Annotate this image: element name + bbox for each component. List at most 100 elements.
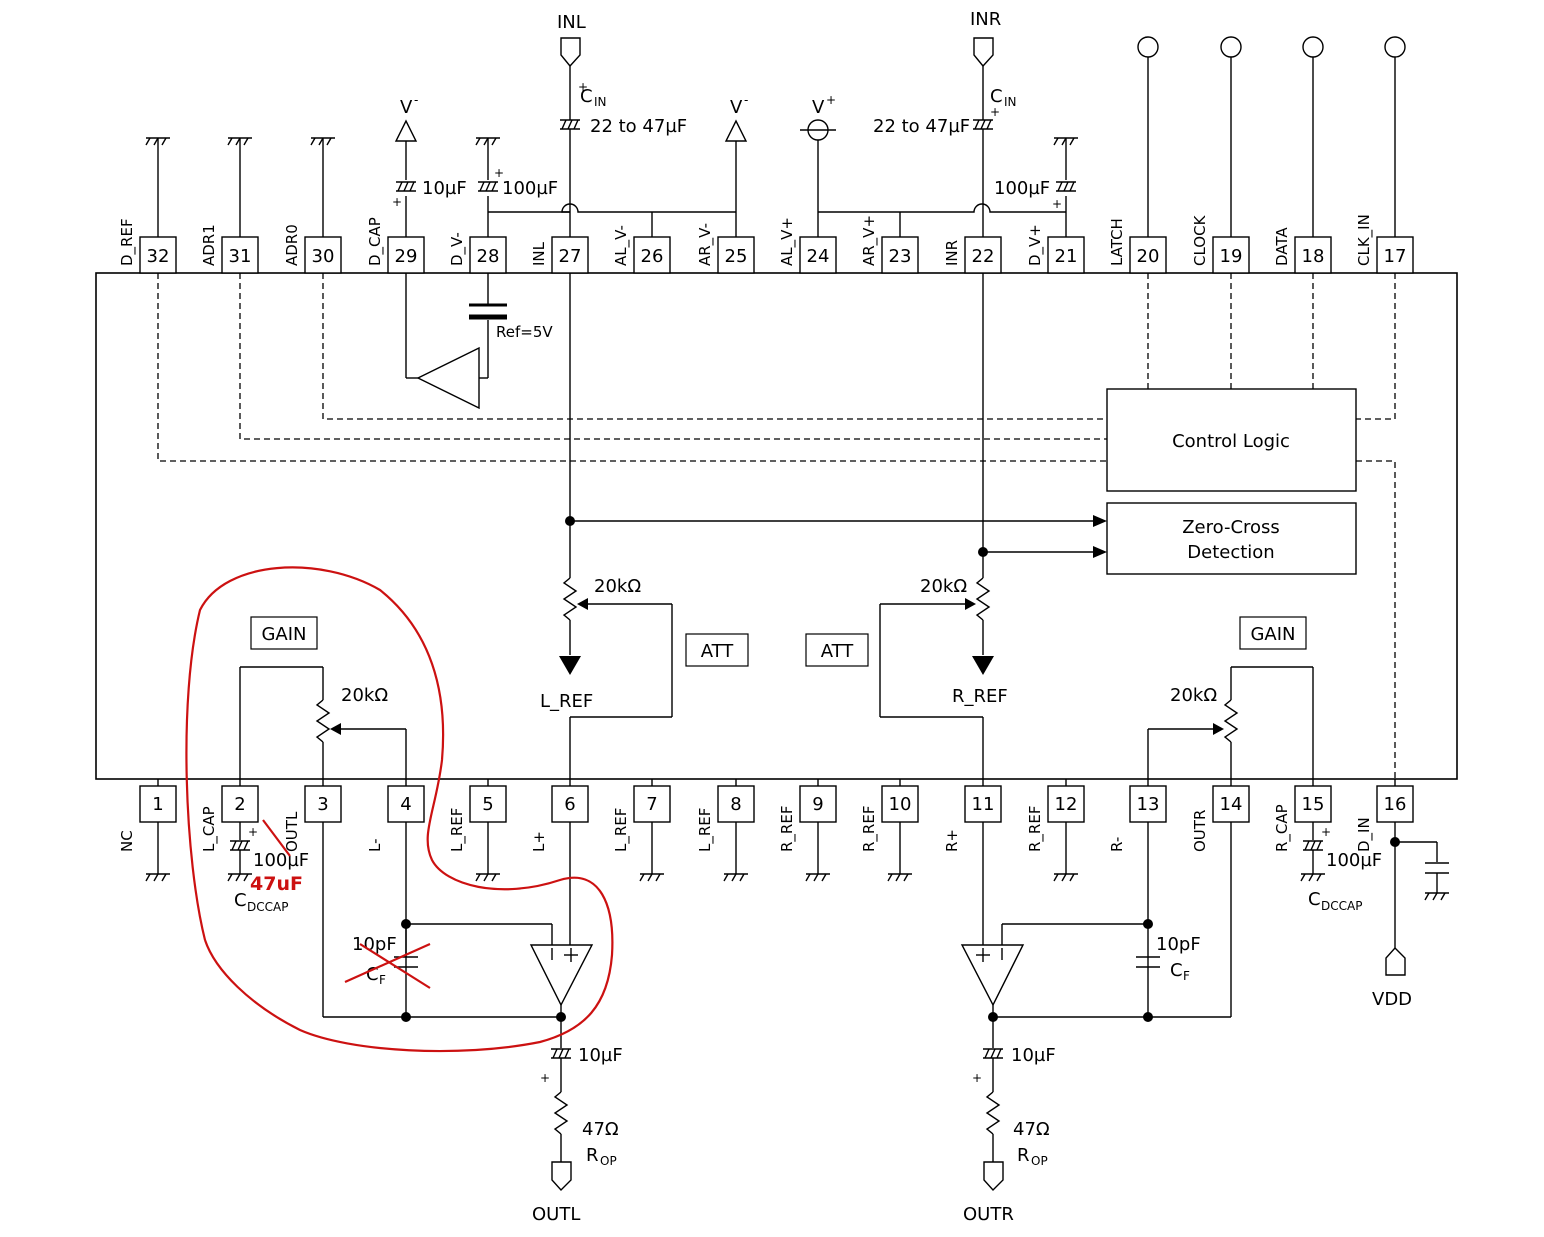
- pin-name: INR: [943, 240, 961, 266]
- bottom-pin: 10R_REF: [860, 785, 919, 852]
- pin-box: [1376, 785, 1414, 823]
- pin-number: 5: [482, 794, 493, 815]
- red-cross-cf-1: [344, 942, 431, 984]
- pin-number: 13: [1137, 794, 1160, 815]
- pin-name: D_V-: [448, 232, 467, 266]
- right-gain-resistor-value: 20kΩ: [1170, 685, 1217, 706]
- pin-name: R_REF: [1026, 806, 1045, 852]
- cdccap-left-label: C: [234, 890, 247, 911]
- pin-box: [1212, 236, 1250, 274]
- pin-name: D_IN: [1355, 817, 1374, 852]
- pin-number: 25: [725, 246, 748, 267]
- control-logic-block: [1106, 388, 1357, 492]
- bottom-pin: 7L_REF: [612, 785, 671, 852]
- top-pin: 24 AL_V+: [778, 217, 837, 274]
- pin-name: OUTL: [283, 811, 301, 852]
- vminus-sup-right: -: [744, 93, 748, 107]
- pin-name: ADR1: [200, 224, 218, 266]
- pin-number: 1: [152, 794, 163, 815]
- pin32-ground-wire: [145, 137, 170, 237]
- zero-cross-label-1: Zero-Cross: [1182, 517, 1280, 538]
- gain-right-box: [1239, 616, 1307, 650]
- pin-name: R_CAP: [1273, 804, 1292, 852]
- right-rop-sub: OP: [1031, 1154, 1048, 1168]
- pin-name: DATA: [1273, 227, 1291, 266]
- cdccap-right-sub: DCCAP: [1321, 899, 1362, 913]
- pin-number: 4: [400, 794, 411, 815]
- pin-name: AL_V+: [778, 217, 797, 266]
- cap15-value: 100µF: [1326, 850, 1382, 871]
- reference-buffer: [405, 273, 507, 410]
- pin21-network: [1053, 137, 1078, 237]
- gain-left-label: GAIN: [261, 624, 306, 645]
- pin-number: 24: [807, 246, 830, 267]
- pin-number: 23: [889, 246, 912, 267]
- right-cf-sub: F: [1183, 969, 1190, 983]
- inl-input-network: [560, 37, 736, 237]
- pin-number: 14: [1220, 794, 1243, 815]
- left-rop-value: 47Ω: [582, 1119, 619, 1140]
- pin-name: L_REF: [448, 808, 467, 852]
- pin-box: [1212, 785, 1250, 823]
- pin-box: [1294, 236, 1332, 274]
- top-pin: 18 DATA: [1273, 227, 1332, 274]
- pin-name: D_REF: [118, 218, 137, 266]
- pin-box: [881, 236, 919, 274]
- right-outcap-value: 10µF: [1011, 1045, 1056, 1066]
- zero-cross-block: [1106, 502, 1357, 575]
- cap29-plus: +: [392, 195, 402, 209]
- pin-box: [633, 236, 671, 274]
- ic-body: [95, 272, 1458, 780]
- left-cf-sub: F: [379, 973, 386, 987]
- pin30-ground-wire: [310, 137, 335, 237]
- red-47uf-annotation: 47uF: [250, 873, 303, 895]
- pin-box: [551, 236, 589, 274]
- top-pin: 17 CLK_IN: [1355, 214, 1414, 274]
- bottom-pin: 5L_REF: [448, 785, 507, 852]
- left-output-amp: [322, 822, 594, 1192]
- pin-number: 10: [889, 794, 912, 815]
- pin-box: [799, 236, 837, 274]
- bottom-pin: 4L-: [366, 785, 425, 852]
- cap21-plus: +: [1052, 197, 1062, 211]
- left-cf-value: 10pF: [352, 934, 397, 955]
- cap21-value: 100µF: [994, 178, 1050, 199]
- pin-number: 21: [1055, 246, 1078, 267]
- right-signal-path: [879, 273, 1107, 779]
- right-rop-label: R: [1017, 1145, 1030, 1166]
- pin-name: L_CAP: [200, 806, 219, 852]
- inl-label: INL: [557, 12, 586, 33]
- pin-box: [1047, 236, 1085, 274]
- vplus-sup: +: [826, 93, 836, 107]
- pin-number: 17: [1384, 246, 1407, 267]
- cin-right-sub: IN: [1004, 95, 1017, 109]
- pin-name: D_CAP: [366, 217, 385, 266]
- pin-number: 20: [1137, 246, 1160, 267]
- vplus-label: V: [812, 97, 825, 118]
- bottom-pin: 8L_REF: [696, 785, 755, 852]
- control-logic-label: Control Logic: [1172, 431, 1290, 452]
- pin-name: CLK_IN: [1355, 214, 1374, 266]
- top-pin: 29D_CAP: [366, 217, 425, 274]
- cap2-plus: +: [248, 825, 258, 839]
- pin-number: 8: [730, 794, 741, 815]
- pin-number: 26: [641, 246, 664, 267]
- bottom-pin: 1NC: [118, 785, 177, 852]
- pin-name: D_V+: [1026, 224, 1045, 266]
- pin-number: 18: [1302, 246, 1325, 267]
- left-gain-resistor-value: 20kΩ: [341, 685, 388, 706]
- pin-number: 2: [234, 794, 245, 815]
- bottom-pin: 13R-: [1108, 785, 1167, 852]
- bottom-pin: 16D_IN: [1355, 785, 1414, 852]
- cin-right-label: C: [990, 86, 1003, 107]
- top-pin: 32D_REF: [118, 218, 177, 274]
- cin-right-value: 22 to 47µF: [873, 116, 970, 137]
- right-output-amp: [960, 822, 1232, 1192]
- pin-name: NC: [118, 830, 136, 852]
